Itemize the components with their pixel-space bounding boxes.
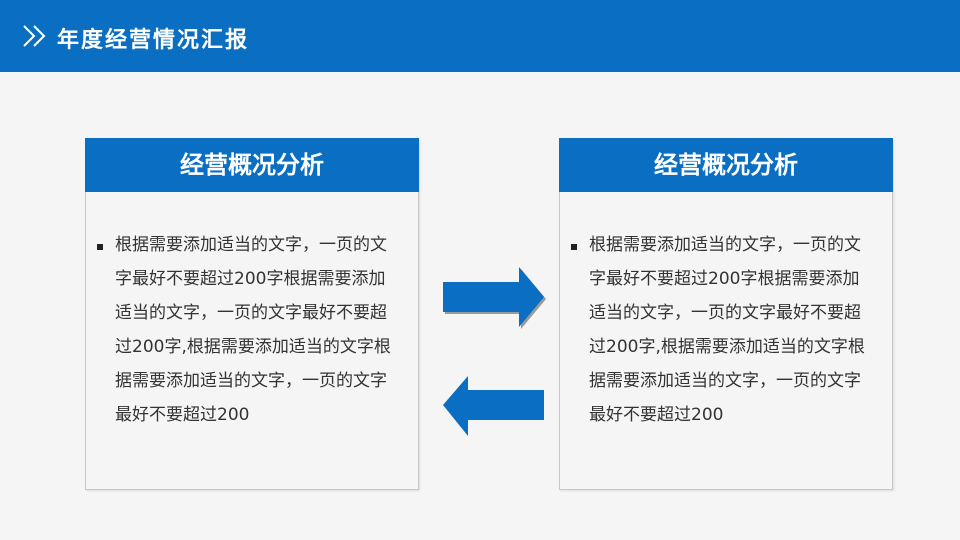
double-chevron-right-icon	[23, 25, 46, 47]
arrow-left-icon	[443, 376, 544, 436]
card-title: 经营概况分析	[85, 138, 419, 192]
card-text: 根据需要添加适当的文字，一页的文字最好不要超过200字根据需要添加适当的文字，一…	[115, 235, 391, 425]
card-text: 根据需要添加适当的文字，一页的文字最好不要超过200字根据需要添加适当的文字，一…	[589, 235, 865, 425]
bullet-icon	[97, 244, 103, 250]
header-bar: 年度经营情况汇报	[0, 0, 960, 72]
page-title: 年度经营情况汇报	[57, 28, 250, 53]
analysis-card-left: 经营概况分析 根据需要添加适当的文字，一页的文字最好不要超过200字根据需要添加…	[85, 138, 419, 490]
card-title: 经营概况分析	[559, 138, 893, 192]
bullet-icon	[571, 244, 577, 250]
arrow-right-icon	[443, 267, 546, 329]
analysis-card-right: 经营概况分析 根据需要添加适当的文字，一页的文字最好不要超过200字根据需要添加…	[559, 138, 893, 490]
